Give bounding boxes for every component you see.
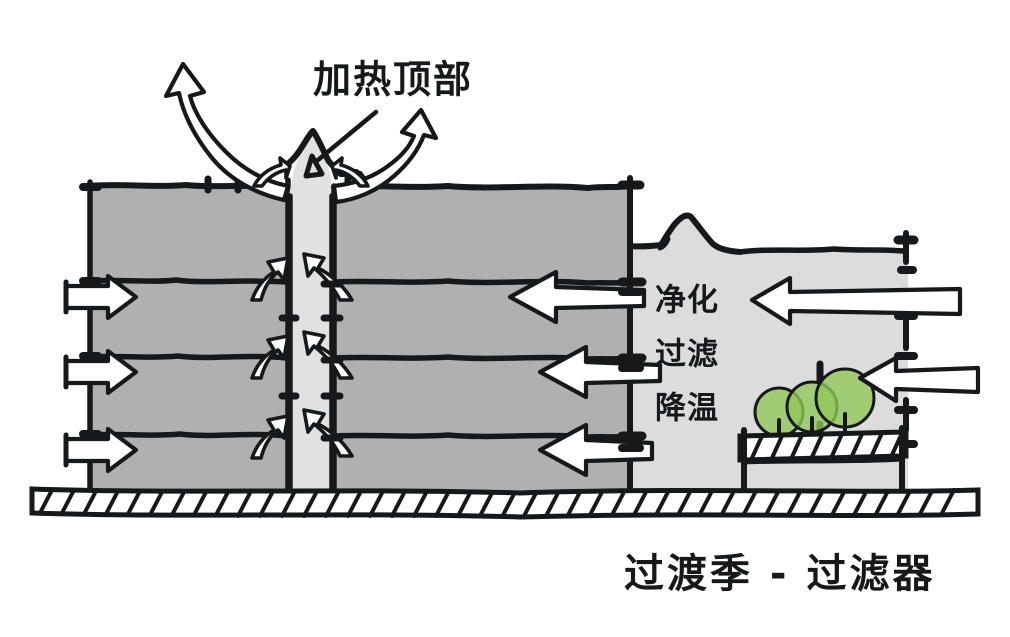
label-cool-down: 降温 xyxy=(655,391,719,427)
exhaust-arrow-up-right xyxy=(331,107,439,205)
riser-arrow-left-floor-1 xyxy=(250,256,290,302)
label-purify: 净化 xyxy=(655,283,719,319)
planting-platform-group xyxy=(737,367,909,495)
ground-hatch xyxy=(29,486,981,520)
label-heated-top: 加热顶部 xyxy=(313,58,473,102)
supply-arrow-left-floor-2 xyxy=(63,348,139,396)
outer-intake-arrow-floor-1 xyxy=(749,275,963,327)
outer-intake-arrow-floor-2 xyxy=(857,355,981,404)
caption-transitional-season-filter: 过渡季 - 过滤器 xyxy=(624,551,935,597)
riser-arrow-left-floor-2 xyxy=(250,334,290,380)
pointer-to-chimney-top xyxy=(315,109,379,163)
riser-arrow-left-floor-3 xyxy=(250,414,290,460)
intake-arrow-main-floor-2 xyxy=(537,344,663,400)
supply-arrow-left-floor-1 xyxy=(63,273,139,321)
intake-arrow-main-floor-3 xyxy=(537,422,655,478)
intake-arrow-main-floor-1 xyxy=(507,269,647,325)
exhaust-arrow-up-left xyxy=(163,61,291,203)
supply-arrow-left-floor-3 xyxy=(63,426,139,474)
right-wing-left-ticks xyxy=(618,288,644,452)
shaft-wall-ticks xyxy=(278,280,344,442)
label-filter: 过滤 xyxy=(655,337,719,373)
tree-canopies xyxy=(753,367,876,438)
chimney-top-inlet-left xyxy=(252,156,292,188)
chimney-top-inlet-right xyxy=(330,156,370,188)
